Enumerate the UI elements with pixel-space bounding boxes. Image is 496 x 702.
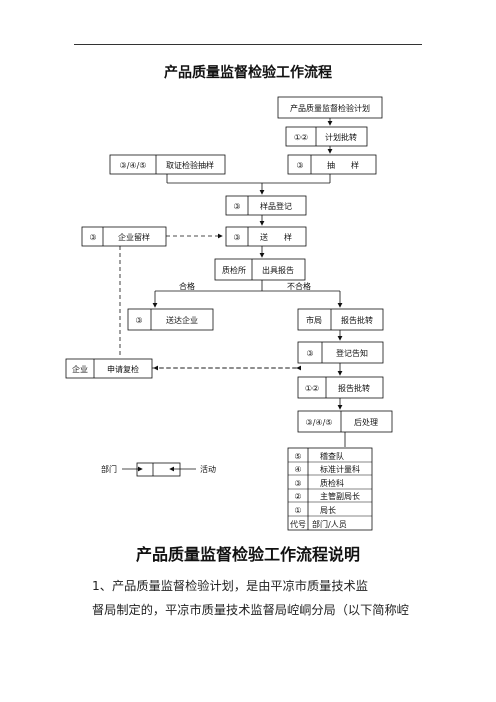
legend-code: ④ [294, 465, 301, 474]
bureau-label: 报告批转 [341, 315, 373, 325]
bureau-code: 市局 [306, 315, 322, 325]
pass-label: 合格 [179, 281, 195, 291]
report-box [214, 258, 306, 281]
after-label: 后处理 [354, 417, 378, 427]
sampling-box [287, 154, 377, 175]
to-enterprise-code: ③ [135, 316, 142, 325]
recheck-label: 申请复检 [107, 364, 139, 374]
legend-code: ③ [294, 479, 301, 488]
bureau-box [297, 308, 384, 331]
retain-code: ③ [89, 233, 96, 242]
report-code: 质检所 [222, 265, 246, 275]
to-enterprise-box [127, 308, 214, 331]
paragraph-line: 督局制定的，平凉市质量技术监督局崆峒分局（以下简称崆 [92, 603, 409, 617]
deliver-code: ③ [233, 233, 240, 242]
evidence-label: 取证检验抽样 [166, 160, 214, 170]
description-paragraph: 1、产品质量监督检验计划，是由平凉市质量技术监 督局制定的，平凉市质量技术监督局… [92, 574, 412, 622]
approve-plan-label: 计划批转 [325, 132, 357, 142]
legend-name: 局长 [320, 505, 336, 515]
register-code: ③ [233, 202, 240, 211]
plan-text: 产品质量监督检验计划 [290, 103, 370, 113]
header-rule [74, 44, 422, 45]
deliver-box [225, 226, 307, 247]
legend-code: 代号 [290, 519, 306, 529]
legend-name: 标准计量科 [320, 464, 360, 474]
legend-symbol: 部门 活动 [101, 462, 216, 477]
evidence-code: ③/④/⑤ [120, 161, 147, 170]
legend-code: ② [294, 492, 301, 501]
legend-table: ⑤ 稽查队 ④ 标准计量科 ③ 质检科 ② 主管副局长 ① 局长 代号 部门/人… [287, 447, 373, 531]
legend-activity-label: 活动 [200, 464, 216, 474]
retain-label: 企业留样 [118, 232, 150, 242]
deliver-label: 送 样 [260, 232, 292, 242]
notice-label: 登记告知 [336, 348, 368, 358]
fail-label: 不合格 [287, 281, 311, 291]
page-title: 产品质量监督检验工作流程 [164, 65, 332, 81]
approve-plan-box [285, 126, 368, 147]
paragraph-line: 1、产品质量监督检验计划，是由平凉市质量技术监 [92, 579, 368, 593]
register-box [225, 195, 307, 216]
recheck-box [65, 358, 153, 379]
approve-plan-code: ①② [294, 133, 308, 142]
register-label: 样品登记 [260, 201, 292, 211]
notice-box [297, 341, 384, 364]
sampling-code: ③ [296, 161, 303, 170]
report-approve-box [297, 376, 384, 399]
report-label: 出具报告 [262, 265, 294, 275]
flowchart: 产品质量监督检验计划 ①② 计划批转 ③/④/⑤ 取证检验抽样 ③ 抽 样 ③ … [65, 96, 393, 531]
report-approve-label: 报告批转 [338, 383, 370, 393]
legend-name: 部门/人员 [312, 519, 347, 529]
legend-name: 质检科 [320, 478, 344, 488]
to-enterprise-label: 送达企业 [166, 315, 198, 325]
evidence-box [109, 154, 226, 175]
legend-name: 主管副局长 [320, 491, 360, 501]
legend-code: ⑤ [294, 452, 301, 461]
legend-code: ① [294, 506, 301, 515]
legend-name: 稽查队 [320, 451, 344, 461]
report-approve-code: ①② [305, 384, 319, 393]
after-code: ③/④/⑤ [306, 418, 333, 427]
sampling-label: 抽 样 [327, 160, 359, 170]
retain-box [81, 226, 167, 247]
recheck-code: 企业 [72, 364, 88, 374]
legend-dept-label: 部门 [101, 464, 117, 474]
section-title: 产品质量监督检验工作流程说明 [135, 545, 360, 564]
notice-code: ③ [306, 349, 313, 358]
